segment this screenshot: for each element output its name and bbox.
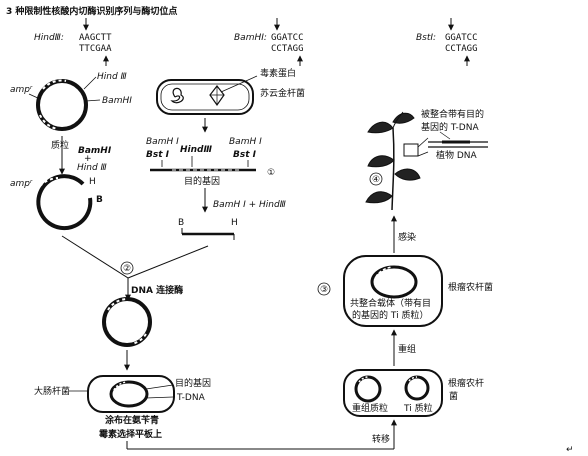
svg-text:Bst Ⅰ: Bst Ⅰ <box>233 150 257 160</box>
magnify-box <box>403 143 419 157</box>
svg-text:被整合带有目的: 被整合带有目的 <box>421 108 484 120</box>
svg-text:②: ② <box>123 264 131 274</box>
svg-text:GGATCC: GGATCC <box>445 33 478 43</box>
agro-bottom-group: 重组质粒 Ti 质粒 根瘤农杆 菌 <box>343 369 484 417</box>
svg-text:重组质粒: 重组质粒 <box>352 402 388 414</box>
svg-text:④: ④ <box>372 175 380 185</box>
svg-text:苏云金杆菌: 苏云金杆菌 <box>260 87 305 99</box>
svg-text:霉素选择平板上: 霉素选择平板上 <box>99 428 162 440</box>
svg-text:BamH Ⅰ: BamH Ⅰ <box>229 137 262 147</box>
svg-text:CCTAGG: CCTAGG <box>445 44 478 54</box>
svg-text:Hind Ⅲ: Hind Ⅲ <box>77 163 107 173</box>
svg-text:ampʳ: ampʳ <box>10 179 33 189</box>
svg-text:③: ③ <box>320 285 328 295</box>
svg-text:H: H <box>231 218 238 228</box>
svg-text:根瘤农杆菌: 根瘤农杆菌 <box>448 281 493 293</box>
svg-text:BamH Ⅰ: BamH Ⅰ <box>146 137 179 147</box>
enzyme-hind: HindⅢ: AAGCTT TTCGAA <box>34 18 112 66</box>
agro-top-group: ③ 共整合载体（带有目 的基因的 Ti 质粒） 根瘤农杆菌 <box>317 255 493 327</box>
svg-text:HindⅢ: HindⅢ <box>180 145 212 155</box>
svg-text:感染: 感染 <box>398 231 416 243</box>
svg-text:的基因的 Ti 质粒）: 的基因的 Ti 质粒） <box>352 309 428 321</box>
svg-text:①: ① <box>267 168 275 178</box>
enzyme-bst: BstⅠ: GGATCC CCTAGG <box>416 18 478 66</box>
svg-text:ampʳ: ampʳ <box>10 85 33 95</box>
svg-text:共整合载体（带有目: 共整合载体（带有目 <box>350 297 431 309</box>
agro-top-cell <box>343 255 443 327</box>
svg-text:毒素蛋白: 毒素蛋白 <box>260 67 296 79</box>
svg-text:转移: 转移 <box>372 433 390 445</box>
svg-text:+: + <box>84 154 92 164</box>
svg-text:CCTAGG: CCTAGG <box>271 44 304 54</box>
transfer-path: 转移 <box>126 419 397 450</box>
ligation-group: ② DNA 连接酶 <box>61 235 209 371</box>
cut-plasmid <box>36 174 93 231</box>
plant-leaf <box>367 121 394 134</box>
svg-text:目的基因: 目的基因 <box>175 377 211 389</box>
svg-text:BamHⅠ: BamHⅠ <box>102 96 132 106</box>
svg-text:GGATCC: GGATCC <box>271 33 304 43</box>
svg-text:HindⅢ:: HindⅢ: <box>34 33 64 43</box>
svg-text:质粒: 质粒 <box>51 139 69 151</box>
svg-text:B: B <box>96 195 103 205</box>
plasmid-ring <box>36 79 88 131</box>
recombinant-plasmid <box>102 297 152 347</box>
svg-text:Ti 质粒: Ti 质粒 <box>403 402 433 414</box>
enzyme-bamh: BamHⅠ: GGATCC CCTAGG <box>234 18 304 66</box>
svg-text:涂布在氨苄青: 涂布在氨苄青 <box>105 414 159 426</box>
svg-text:H: H <box>89 177 96 187</box>
gene-group: BamH Ⅰ Bst Ⅰ HindⅢ BamH Ⅰ Bst Ⅰ 目的基因 ① B… <box>146 137 286 240</box>
svg-text:↵: ↵ <box>566 445 574 455</box>
title: 3 种限制性核酸内切酶识别序列与酶切位点 <box>6 5 177 17</box>
plasmid-group: ampʳ Hind Ⅲ BamHⅠ 质粒 BamHⅠ + Hind Ⅲ ampʳ… <box>10 72 132 231</box>
agro-bottom-cell <box>343 369 443 417</box>
svg-text:T-DNA: T-DNA <box>176 393 206 403</box>
svg-text:基因的 T-DNA: 基因的 T-DNA <box>421 121 479 133</box>
ecoli-cell <box>87 375 175 413</box>
bacterium-cell <box>156 79 254 115</box>
svg-text:BamH Ⅰ + HindⅢ: BamH Ⅰ + HindⅢ <box>213 200 286 210</box>
ecoli-group: 大肠杆菌 目的基因 T-DNA 涂布在氨苄青 霉素选择平板上 <box>34 375 211 440</box>
bacterium-group: 毒素蛋白 苏云金杆菌 <box>156 67 305 133</box>
svg-text:TTCGAA: TTCGAA <box>79 44 112 54</box>
svg-text:植物 DNA: 植物 DNA <box>436 149 478 161</box>
svg-text:DNA 连接酶: DNA 连接酶 <box>131 284 183 296</box>
svg-text:B: B <box>178 218 184 228</box>
svg-text:Bst Ⅰ: Bst Ⅰ <box>146 150 170 160</box>
svg-text:目的基因: 目的基因 <box>184 175 220 187</box>
svg-text:BamHⅠ: BamHⅠ <box>78 146 112 156</box>
svg-text:菌: 菌 <box>449 390 458 402</box>
plant-group: ④ 被整合带有目的 基因的 T-DNA 植物 DNA <box>365 108 488 211</box>
svg-text:根瘤农杆: 根瘤农杆 <box>448 377 484 389</box>
svg-text:重组: 重组 <box>398 343 416 355</box>
svg-text:AAGCTT: AAGCTT <box>79 33 112 43</box>
svg-text:BamHⅠ:: BamHⅠ: <box>234 33 267 43</box>
svg-text:大肠杆菌: 大肠杆菌 <box>34 385 70 397</box>
plant-stem <box>391 127 395 211</box>
svg-text:BstⅠ:: BstⅠ: <box>416 33 436 43</box>
svg-text:Hind Ⅲ: Hind Ⅲ <box>97 72 127 82</box>
dna-squiggle <box>170 87 184 104</box>
